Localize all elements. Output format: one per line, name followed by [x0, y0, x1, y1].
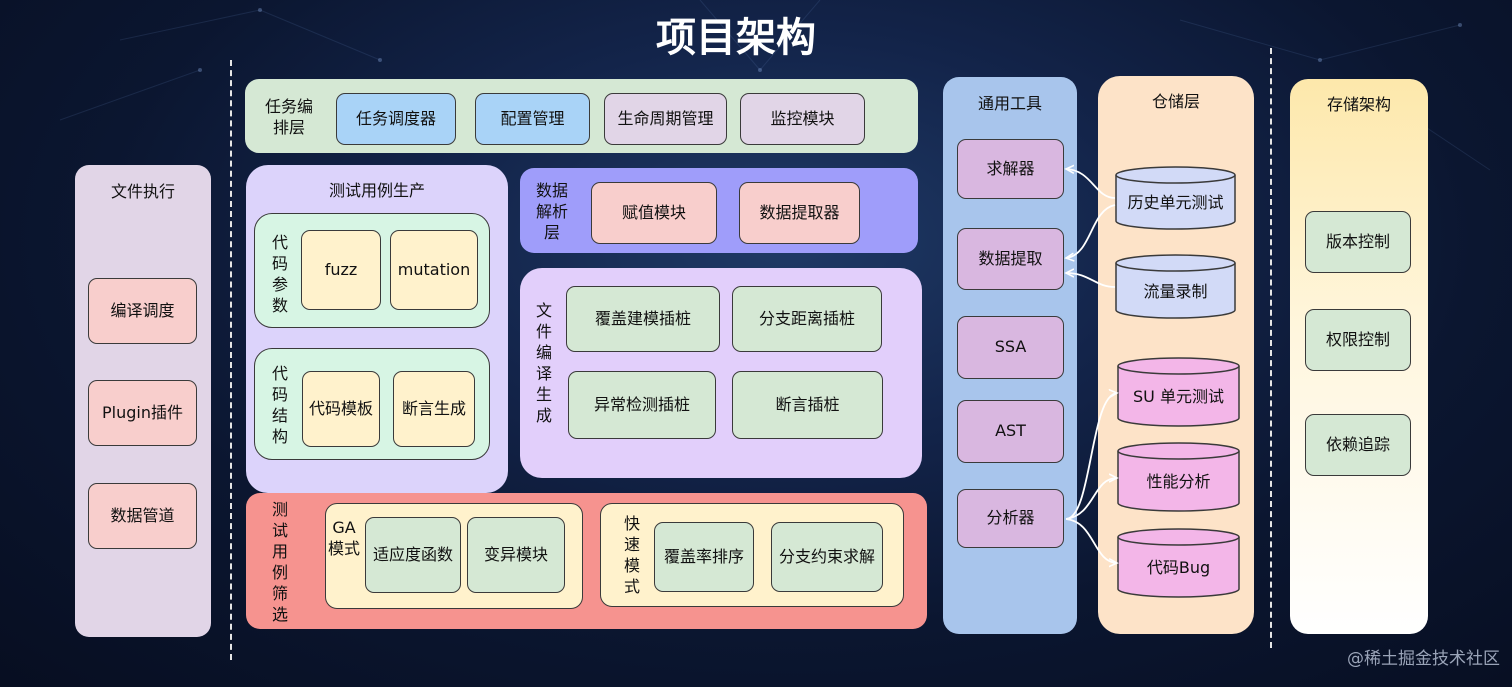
testcase-filter-panel: 测试用例筛选 GA模式 适应度函数 变异模块 快速模式 覆盖率排序 分支约束求解: [246, 493, 927, 629]
cylinder-label: SU 单元测试: [1133, 387, 1224, 406]
cylinder-traffic-record[interactable]: 流量录制: [1115, 254, 1236, 319]
fuzz-box[interactable]: fuzz: [301, 230, 381, 310]
cylinder-shape: [1117, 442, 1240, 512]
coverage-sort[interactable]: 覆盖率排序: [654, 522, 754, 592]
data-parse-label: 数据解析层: [535, 181, 568, 242]
common-tools-panel: 通用工具 求解器 数据提取 SSA AST 分析器: [943, 77, 1077, 634]
watermark: @稀土掘金技术社区: [1347, 649, 1500, 669]
file-compile-label: 文件编译生成: [535, 301, 552, 425]
testcase-gen-title: 测试用例生产: [328, 181, 425, 200]
task-layer-panel: 任务编排层 任务调度器 配置管理 生命周期管理 监控模块: [245, 79, 918, 153]
fitness-function[interactable]: 适应度函数: [365, 517, 461, 593]
cylinder-code-bug[interactable]: 代码Bug: [1117, 528, 1240, 598]
code-struct-group: 代码结构 代码模板 断言生成: [254, 348, 490, 460]
ssa-box[interactable]: SSA: [957, 316, 1064, 379]
cylinder-shape: [1115, 166, 1236, 230]
code-struct-label: 代码结构: [271, 364, 288, 446]
storage-arch-panel: 存储架构 版本控制 权限控制 依赖追踪: [1290, 79, 1428, 634]
cylinder-su-unit-test[interactable]: SU 单元测试: [1117, 357, 1240, 427]
file-exec-compile-dispatch[interactable]: 编译调度: [88, 278, 197, 344]
exception-instrument[interactable]: 异常检测插桩: [568, 371, 716, 439]
code-param-group: 代码参数 fuzz mutation: [254, 213, 490, 328]
permission-control-box[interactable]: 权限控制: [1305, 309, 1411, 371]
data-parse-panel: 数据解析层 赋值模块 数据提取器: [520, 168, 918, 253]
storage-layer-title: 仓储层: [1151, 92, 1200, 111]
fast-mode-label: 快速模式: [623, 514, 640, 596]
left-divider: [230, 60, 232, 660]
storage-arch-title: 存储架构: [1326, 95, 1391, 114]
assert-gen-box[interactable]: 断言生成: [393, 371, 475, 447]
file-exec-panel: 文件执行 编译调度 Plugin插件 数据管道: [75, 165, 211, 637]
ast-box[interactable]: AST: [957, 400, 1064, 463]
mutation-module[interactable]: 变异模块: [467, 517, 565, 593]
code-template-box[interactable]: 代码模板: [302, 371, 380, 447]
dependency-tracking-box[interactable]: 依赖追踪: [1305, 414, 1411, 476]
file-exec-data-pipeline[interactable]: 数据管道: [88, 483, 197, 549]
ga-mode-label: GA模式: [328, 518, 361, 558]
data-extractor[interactable]: 数据提取器: [739, 182, 860, 244]
common-tools-title: 通用工具: [977, 94, 1042, 113]
coverage-instrument[interactable]: 覆盖建模插桩: [566, 286, 720, 352]
assign-module[interactable]: 赋值模块: [591, 182, 717, 244]
cylinder-shape: [1115, 254, 1236, 319]
page-title: 项目架构: [656, 15, 816, 61]
config-management[interactable]: 配置管理: [475, 93, 590, 145]
task-layer-label: 任务编排层: [264, 97, 313, 137]
code-param-label: 代码参数: [271, 233, 288, 315]
branch-distance-instrument[interactable]: 分支距离插桩: [732, 286, 882, 352]
testcase-gen-panel: 测试用例生产 代码参数 fuzz mutation 代码结构 代码模板 断言生成: [246, 165, 508, 493]
assert-instrument[interactable]: 断言插桩: [732, 371, 883, 439]
fast-mode-group: 快速模式 覆盖率排序 分支约束求解: [600, 503, 904, 607]
cylinder-label: 性能分析: [1146, 472, 1211, 491]
solver-box[interactable]: 求解器: [957, 139, 1064, 199]
version-control-box[interactable]: 版本控制: [1305, 211, 1411, 273]
right-divider: [1270, 48, 1272, 648]
testcase-filter-label: 测试用例筛选: [271, 500, 288, 624]
analyzer-box[interactable]: 分析器: [957, 489, 1064, 548]
cylinder-shape: [1117, 528, 1240, 598]
data-extract-box[interactable]: 数据提取: [957, 228, 1064, 290]
monitor-module[interactable]: 监控模块: [740, 93, 865, 145]
task-scheduler[interactable]: 任务调度器: [336, 93, 456, 145]
cylinder-label: 流量录制: [1143, 281, 1208, 301]
cylinder-performance[interactable]: 性能分析: [1117, 442, 1240, 512]
lifecycle-management[interactable]: 生命周期管理: [604, 93, 727, 145]
cylinder-history-unit-test[interactable]: 历史单元测试: [1115, 166, 1236, 230]
ga-mode-group: GA模式 适应度函数 变异模块: [325, 503, 583, 609]
mutation-box[interactable]: mutation: [390, 230, 478, 310]
file-exec-title: 文件执行: [110, 182, 175, 201]
cylinder-label: 代码Bug: [1146, 558, 1211, 577]
branch-constraint-solve[interactable]: 分支约束求解: [771, 522, 883, 592]
file-compile-panel: 文件编译生成 覆盖建模插桩 分支距离插桩 异常检测插桩 断言插桩: [520, 268, 922, 478]
cylinder-shape: [1117, 357, 1240, 427]
file-exec-plugin[interactable]: Plugin插件: [88, 380, 197, 446]
cylinder-label: 历史单元测试: [1127, 193, 1224, 212]
